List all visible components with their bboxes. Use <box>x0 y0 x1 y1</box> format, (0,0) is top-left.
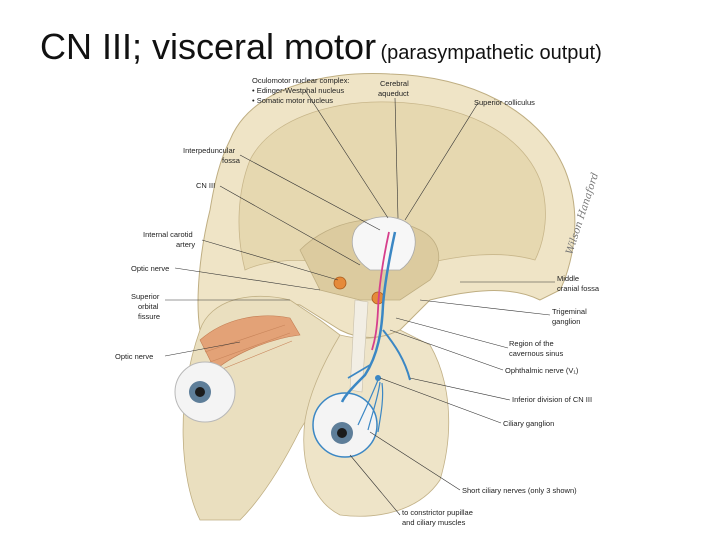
label-ciliary-ganglion: Ciliary ganglion <box>503 419 554 428</box>
label-superior-colliculus: Superior colliculus <box>474 98 535 107</box>
label-interpeduncular: Interpeduncular <box>183 146 236 155</box>
label-orbital: orbital <box>138 302 159 311</box>
label-optic-nerve-2: Optic nerve <box>115 352 153 361</box>
leader-lines <box>164 89 555 516</box>
label-cavernous-sinus: cavernous sinus <box>509 349 563 358</box>
label-ganglion: ganglion <box>552 317 580 326</box>
label-cranial-fossa: cranial fossa <box>557 284 600 293</box>
title-main: CN III; visceral motor <box>40 26 377 67</box>
label-ophthalmic-nerve: Ophthalmic nerve (V₁) <box>505 366 579 375</box>
label-region-of-the: Region of the <box>509 339 554 348</box>
label-oculomotor-complex: Oculomotor nuclear complex: <box>252 76 350 85</box>
label-cerebral: Cerebral <box>380 79 409 88</box>
label-short-ciliary: Short ciliary nerves (only 3 shown) <box>462 486 577 495</box>
label-and-ciliary: and ciliary muscles <box>402 518 466 527</box>
skull-illustration <box>174 73 576 521</box>
label-cn3: CN III <box>196 181 215 190</box>
label-trigeminal: Trigeminal <box>552 307 587 316</box>
label-fossa: fossa <box>222 156 241 165</box>
label-aqueduct: aqueduct <box>378 89 410 98</box>
label-superior: Superior <box>131 292 160 301</box>
title-subtitle: (parasympathetic output) <box>380 42 602 64</box>
label-to-constrictor: to constrictor pupillae <box>402 508 473 517</box>
diagram-labels: Oculomotor nuclear complex: • Edinger-We… <box>115 76 600 527</box>
label-somatic-motor: • Somatic motor nucleus <box>252 96 333 105</box>
label-middle: Middle <box>557 274 579 283</box>
slide-title: CN III; visceral motor (parasympathetic … <box>40 26 602 68</box>
label-edinger-westphal: • Edinger-Westphal nucleus <box>252 86 344 95</box>
label-inferior-division: Inferior division of CN III <box>512 395 592 404</box>
label-artery: artery <box>176 240 195 249</box>
label-fissure: fissure <box>138 312 160 321</box>
label-internal-carotid: Internal carotid <box>143 230 193 239</box>
label-optic-nerve-1: Optic nerve <box>131 264 169 273</box>
